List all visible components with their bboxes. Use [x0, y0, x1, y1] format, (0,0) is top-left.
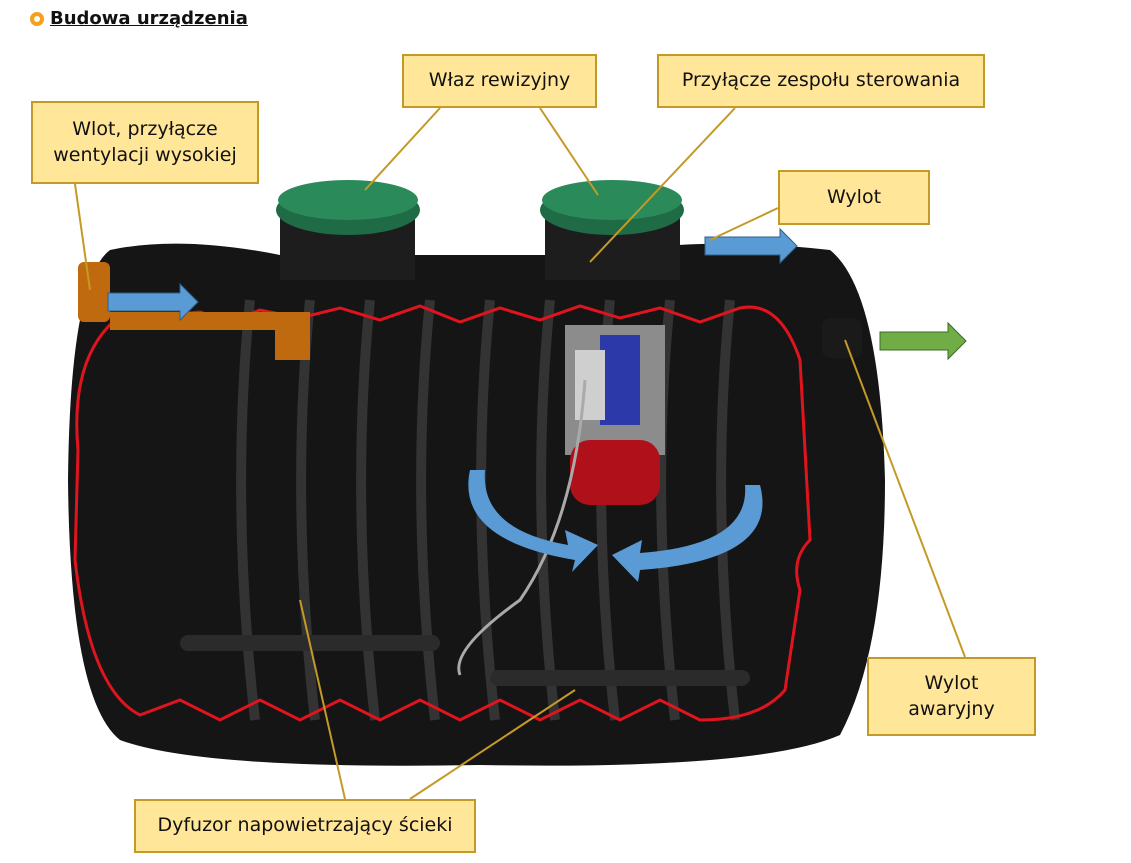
cutaway-outline	[73, 304, 812, 722]
label-emergency-outlet: Wylot awaryjny	[867, 657, 1036, 736]
label-diffuser: Dyfuzor napowietrzający ścieki	[134, 799, 476, 853]
outlet-arrow-icon	[704, 227, 798, 265]
control-unit-base	[570, 440, 660, 505]
label-outlet: Wylot	[778, 170, 930, 225]
circulation-arrow-left-icon	[468, 470, 598, 572]
diffuser-right	[490, 670, 750, 686]
section-title: Budowa urządzenia	[30, 8, 248, 29]
emergency-outlet-pipe	[822, 318, 862, 358]
label-inlet: Wlot, przyłącze wentylacji wysokiej	[31, 101, 259, 184]
title-text: Budowa urządzenia	[50, 8, 248, 29]
leader-lines	[74, 107, 966, 800]
emergency-outlet-arrow-icon	[879, 321, 967, 361]
inlet-elbow	[110, 312, 310, 360]
label-control-connection: Przyłącze zespołu sterowania	[657, 54, 985, 108]
tank-ribs	[236, 299, 740, 721]
label-manhole: Właz rewizyjny	[402, 54, 597, 108]
circulation-arrow-right-icon	[612, 485, 763, 582]
inlet-pipe	[78, 262, 110, 322]
inlet-arrow-icon	[107, 282, 199, 322]
air-hose	[457, 379, 587, 676]
bullet-ring-icon	[30, 11, 44, 26]
